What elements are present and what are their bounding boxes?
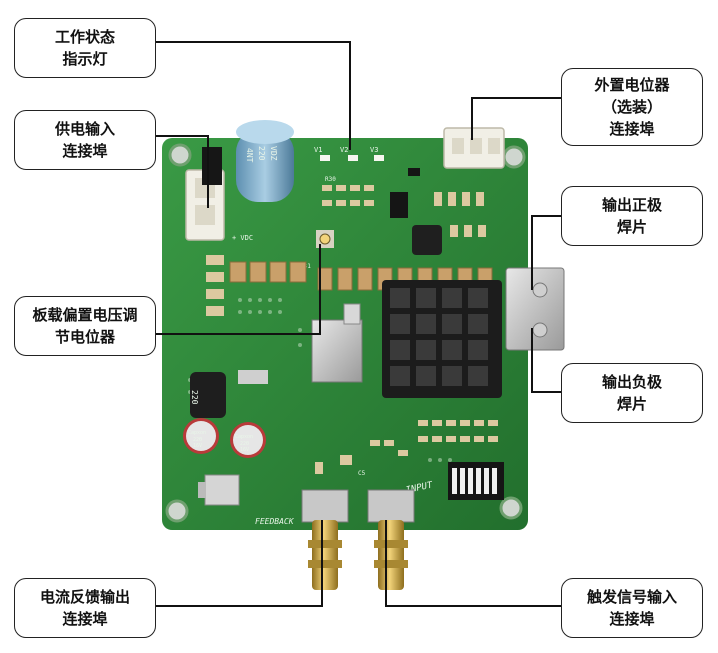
smd-components <box>206 185 486 316</box>
sot-component <box>238 370 268 384</box>
mount-hole <box>502 145 526 169</box>
callout-line: 输出正极 <box>601 196 662 214</box>
svg-text:R30: R30 <box>325 176 336 183</box>
callout-line: 连接埠 <box>609 120 655 138</box>
sma-feedback <box>301 489 349 590</box>
callout-line: 外置电位器 <box>594 76 670 94</box>
leader-bias-pot <box>156 244 321 335</box>
main-capacitor: 4NT 220 VDZ <box>236 120 294 202</box>
bottom-smd <box>315 420 498 474</box>
callout-line: 连接埠 <box>609 610 655 628</box>
output-solder-tabs <box>505 267 565 351</box>
callout-output-positive: 输出正极 焊片 <box>561 186 703 246</box>
leader-power-input <box>156 135 209 208</box>
callout-output-negative: 输出负极 焊片 <box>561 363 703 423</box>
leader-current-fb <box>156 520 323 607</box>
leader-lines <box>156 41 561 607</box>
svg-text:220: 220 <box>257 146 266 161</box>
callout-line: 工作状态 <box>54 28 115 46</box>
feedback-silk: FEEDBACK <box>255 517 295 526</box>
diode <box>408 168 420 176</box>
mount-hole <box>168 143 192 167</box>
svg-text:220: 220 <box>190 390 199 405</box>
svg-text:C5: C5 <box>358 470 366 477</box>
callout-power-input: 供电输入 连接埠 <box>14 110 156 170</box>
callout-line: 电流反馈输出 <box>39 588 130 606</box>
leader-work-status <box>156 41 351 150</box>
svg-text:Capxon: Capxon <box>235 434 253 440</box>
svg-text:16V: 16V <box>193 443 202 449</box>
callout-work-status-led: 工作状态 指示灯 <box>14 18 156 78</box>
svg-text:16V: 16V <box>240 447 249 453</box>
svg-text:V3: V3 <box>370 146 378 154</box>
callout-line: 触发信号输入 <box>586 588 677 606</box>
inductor <box>412 225 442 255</box>
small-capacitor-2: Capxon 220 16V <box>230 422 266 458</box>
dip-switch <box>448 462 504 500</box>
callout-line: 指示灯 <box>62 50 108 68</box>
callout-line: 节电位器 <box>54 328 115 346</box>
heatsink <box>382 280 502 398</box>
callout-line: 焊片 <box>616 395 647 413</box>
svg-text:Capxon: Capxon <box>188 430 206 436</box>
pcb-board: 4NT 220 VDZ + VDC V1 V2 V3 <box>162 120 565 590</box>
status-leds: V1 V2 V3 <box>314 146 384 161</box>
inductor-220: 220 <box>190 372 226 418</box>
ic-chip <box>390 192 408 218</box>
callout-external-potentiometer: 外置电位器 （选装） 连接埠 <box>561 68 703 146</box>
svg-text:4NT: 4NT <box>245 148 254 163</box>
vdc-silk: + VDC <box>232 234 253 242</box>
svg-text:220: 220 <box>193 437 202 443</box>
callout-bias-potentiometer: 板载偏置电压调 节电位器 <box>14 296 156 356</box>
mount-hole <box>499 496 523 520</box>
callout-trigger-input: 触发信号输入 连接埠 <box>561 578 703 638</box>
svg-text:VDZ: VDZ <box>269 146 278 161</box>
small-capacitor-1: Capxon 220 16V <box>183 418 219 454</box>
callout-line: 连接埠 <box>62 142 108 160</box>
svg-text:V1: V1 <box>314 146 322 154</box>
callout-line: 板载偏置电压调 <box>32 306 138 324</box>
leader-trigger-in <box>385 520 561 607</box>
ext-pot-connector <box>443 127 505 169</box>
bias-potentiometer <box>316 230 334 248</box>
svg-text:220: 220 <box>240 441 249 447</box>
callout-current-feedback: 电流反馈输出 连接埠 <box>14 578 156 638</box>
sma-input <box>367 489 415 590</box>
callout-line: 焊片 <box>616 218 647 236</box>
voltage-regulator <box>198 474 240 506</box>
callout-line: 输出负极 <box>601 373 662 391</box>
leader-out-pos <box>531 215 561 290</box>
callout-line: 供电输入 <box>54 120 115 138</box>
callout-line: 连接埠 <box>62 610 108 628</box>
callout-line: （选装） <box>601 98 662 116</box>
leader-ext-pot <box>471 97 561 140</box>
svg-text:V2: V2 <box>340 146 348 154</box>
leader-out-neg <box>531 328 561 393</box>
mount-hole <box>165 499 189 523</box>
